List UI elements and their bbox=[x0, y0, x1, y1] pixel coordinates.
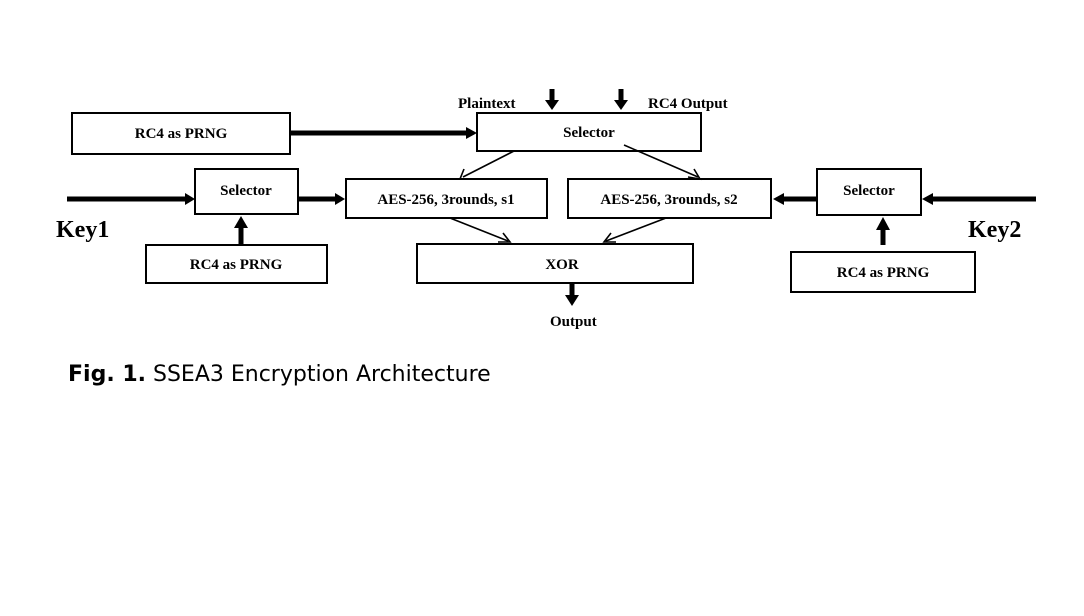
node-selector-left-label: Selector bbox=[220, 183, 272, 199]
arrow-rc4-to-selector-top bbox=[290, 127, 477, 139]
arrow-selector-right-to-aes-s2 bbox=[773, 193, 817, 205]
node-selector-top-label: Selector bbox=[563, 125, 615, 141]
label-key2: Key2 bbox=[968, 217, 1021, 243]
arrow-rc4-right-to-selector-right bbox=[876, 217, 890, 245]
label-key1: Key1 bbox=[56, 217, 109, 243]
node-rc4-left: RC4 as PRNG bbox=[145, 244, 328, 284]
node-aes-s2-label: AES-256, 3rounds, s2 bbox=[600, 192, 737, 208]
node-rc4-left-label: RC4 as PRNG bbox=[190, 257, 283, 273]
arrow-rc4-output-down bbox=[614, 89, 628, 110]
figure-number: Fig. 1. bbox=[68, 362, 146, 387]
label-plaintext: Plaintext bbox=[458, 96, 516, 112]
arrow-plaintext-down bbox=[545, 89, 559, 110]
node-aes-s1-label: AES-256, 3rounds, s1 bbox=[377, 192, 514, 208]
arrow-key2-to-selector-right bbox=[922, 193, 1036, 205]
node-rc4-top: RC4 as PRNG bbox=[71, 112, 291, 155]
arrow-aes-s2-to-xor bbox=[602, 217, 667, 243]
node-selector-right-label: Selector bbox=[843, 183, 895, 199]
arrow-xor-to-output bbox=[565, 283, 579, 306]
node-aes-s1: AES-256, 3rounds, s1 bbox=[345, 178, 548, 219]
arrow-rc4-left-to-selector-left bbox=[234, 216, 248, 245]
node-rc4-top-label: RC4 as PRNG bbox=[135, 126, 228, 142]
label-output: Output bbox=[550, 314, 597, 330]
arrow-selector-to-aes-s1 bbox=[458, 150, 515, 180]
node-xor: XOR bbox=[416, 243, 694, 284]
node-selector-top: Selector bbox=[476, 112, 702, 152]
arrow-selector-left-to-aes-s1 bbox=[298, 193, 345, 205]
arrow-selector-to-aes-s2 bbox=[623, 144, 702, 181]
figure-caption: Fig. 1. SSEA3 Encryption Architecture bbox=[68, 362, 491, 387]
arrow-key1-to-selector-left bbox=[67, 193, 195, 205]
node-rc4-right-label: RC4 as PRNG bbox=[837, 265, 930, 281]
node-aes-s2: AES-256, 3rounds, s2 bbox=[567, 178, 772, 219]
figure-caption-text: SSEA3 Encryption Architecture bbox=[153, 362, 491, 387]
node-selector-right: Selector bbox=[816, 168, 922, 216]
arrow-aes-s1-to-xor bbox=[449, 217, 512, 243]
node-rc4-right: RC4 as PRNG bbox=[790, 251, 976, 293]
node-selector-left: Selector bbox=[194, 168, 299, 215]
node-xor-label: XOR bbox=[545, 257, 579, 273]
label-rc4-output: RC4 Output bbox=[648, 96, 728, 112]
